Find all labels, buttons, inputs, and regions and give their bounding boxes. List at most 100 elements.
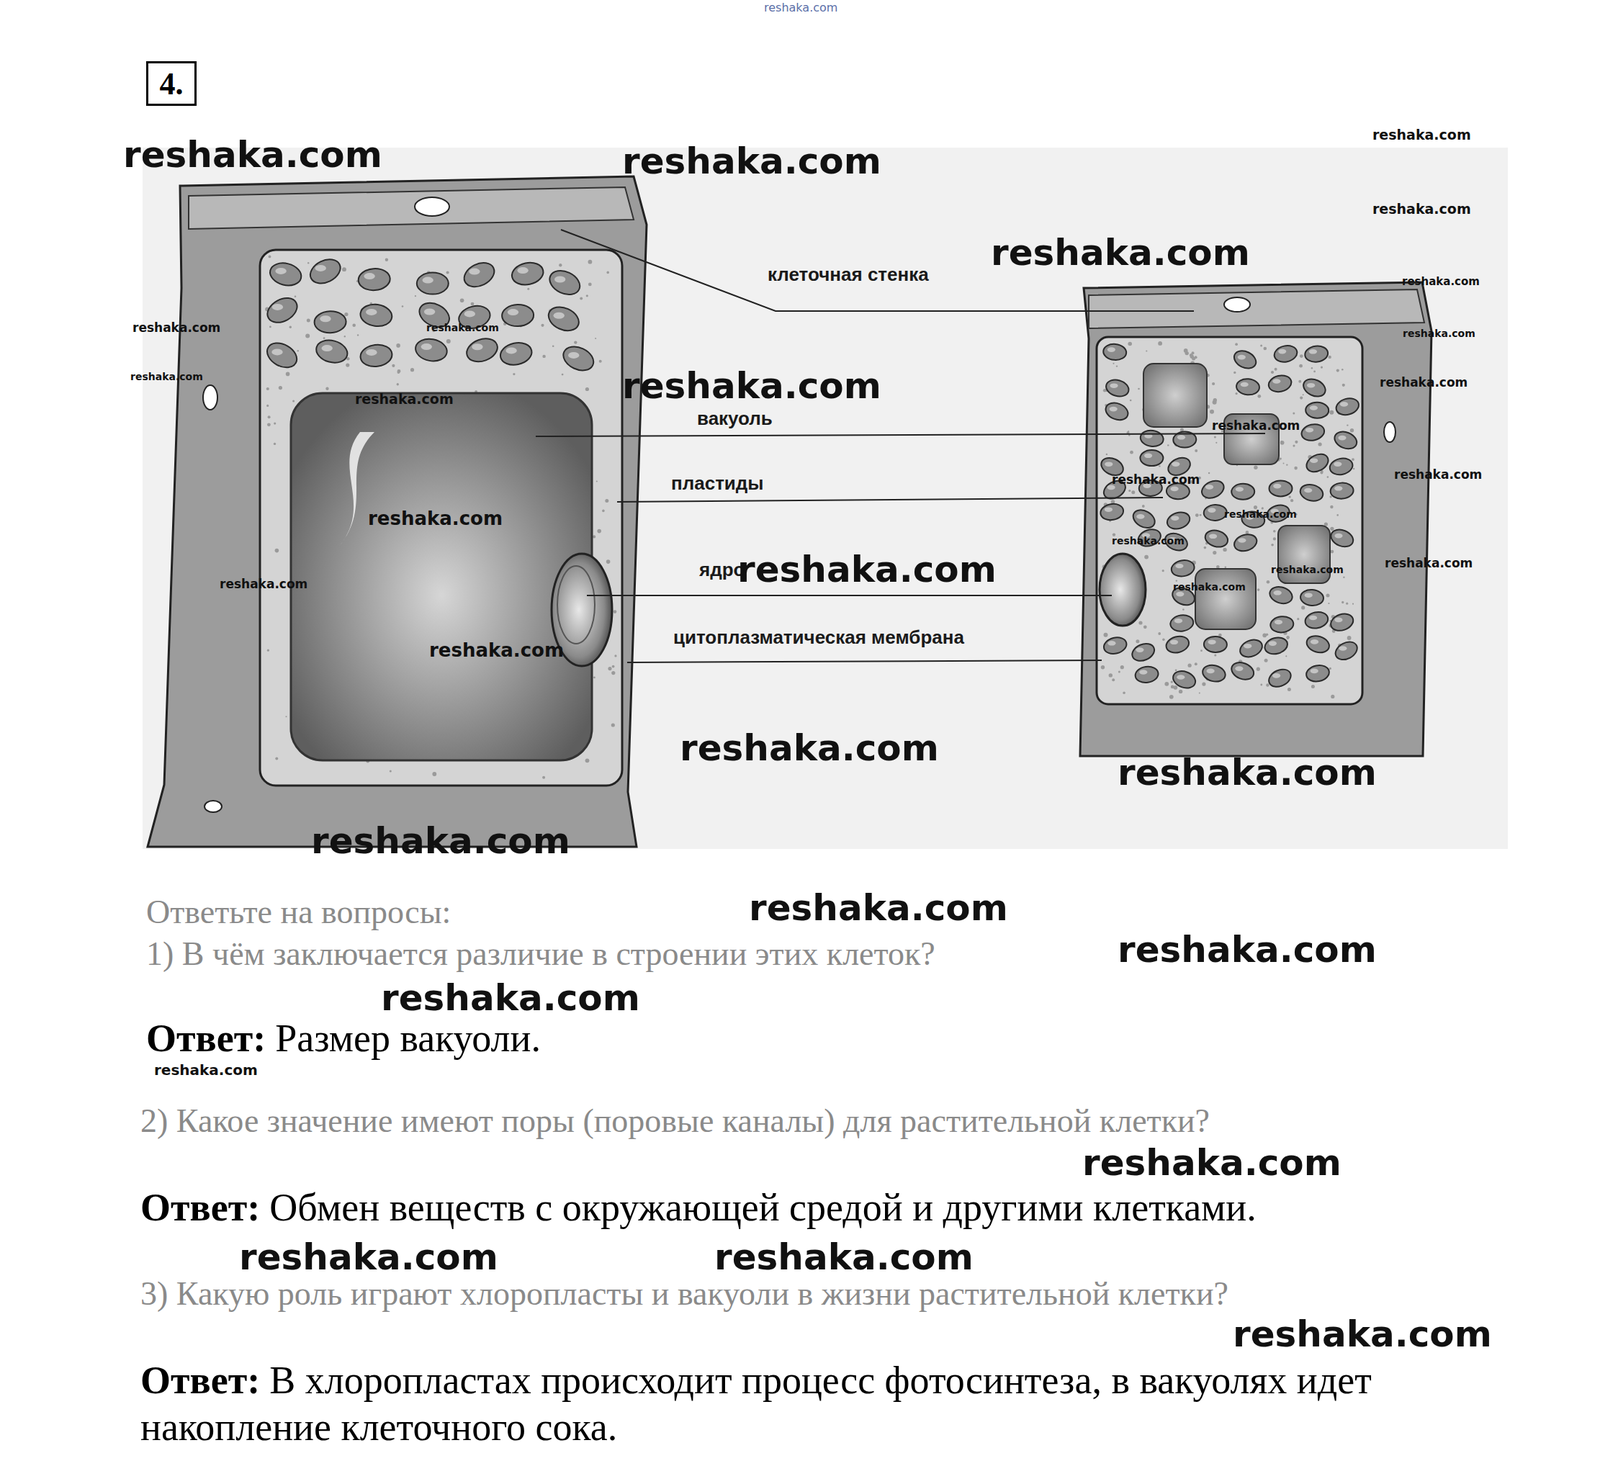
watermark: reshaka.com — [1270, 564, 1344, 575]
cytoplasm-grain — [396, 383, 399, 386]
cytoplasm-grain — [1103, 388, 1107, 392]
cytoplasm-grain — [470, 302, 475, 307]
plastid — [1298, 482, 1325, 504]
leader-line — [586, 594, 1112, 597]
watermark: reshaka.com — [311, 823, 571, 860]
cytoplasm-grain — [1327, 602, 1330, 605]
cytoplasm-grain — [357, 334, 359, 336]
plastid — [1229, 659, 1257, 683]
cytoplasm-grain — [266, 387, 270, 391]
cytoplasm-grain — [1265, 633, 1269, 636]
cytoplasm-grain — [1100, 341, 1356, 700]
cytoplasm-grain — [1158, 465, 1161, 467]
cytoplasm-grain — [292, 399, 295, 402]
cytoplasm-grain — [612, 665, 615, 669]
plastid — [1129, 506, 1158, 532]
cytoplasm-grain — [1135, 639, 1140, 644]
answer-line: Ответ:Обмен веществ с окружающей средой … — [140, 1184, 1509, 1232]
plastid-highlight — [1272, 378, 1281, 384]
cytoplasm-grain — [596, 529, 602, 534]
watermark: reshaka.com — [1379, 376, 1468, 389]
cytoplasm-grain — [527, 288, 530, 291]
cytoplasm-grain — [601, 509, 605, 513]
plastid-highlight — [1234, 666, 1243, 672]
plastid — [359, 342, 394, 368]
plastid — [1165, 509, 1192, 532]
plastid — [545, 266, 584, 300]
cytoplasm-grain — [325, 387, 329, 391]
plastid-highlight — [315, 264, 327, 272]
plastid-highlight — [1176, 674, 1185, 680]
cytoplasm-grain — [1214, 436, 1217, 439]
cytoplasm-grain — [1120, 665, 1125, 669]
plastid-highlight — [1334, 617, 1343, 623]
answer-text: Обмен веществ с окружающей средой и друг… — [269, 1185, 1257, 1230]
cytoplasm-grain — [613, 609, 618, 614]
watermark: reshaka.com — [1394, 468, 1482, 482]
plastid — [306, 254, 345, 289]
number-box: 4. — [146, 61, 197, 106]
answer-line: Ответ:Размер вакуоли. — [146, 1015, 1515, 1063]
plastid — [1232, 532, 1259, 554]
cytoplasm-grain — [397, 370, 401, 374]
vacuole — [290, 393, 592, 761]
plastid-group — [1098, 343, 1361, 692]
cytoplasm-grain — [573, 340, 577, 344]
plastid-highlight — [1175, 563, 1184, 569]
cytoplasm-grain — [1313, 370, 1316, 373]
watermark: reshaka.com — [132, 321, 221, 335]
plastid-highlight — [1209, 534, 1217, 540]
plastid — [1235, 378, 1261, 397]
cytoplasm-grain — [1199, 514, 1202, 517]
plastid-highlight — [1107, 347, 1116, 353]
cytoplasm-grain — [1286, 463, 1288, 466]
figure-ground — [142, 147, 1508, 849]
cytoplasm-grain — [1182, 608, 1185, 611]
plastid-highlight — [1273, 483, 1282, 489]
cytoplasm-grain — [1329, 667, 1332, 670]
plastid-highlight — [1340, 401, 1348, 407]
cytoplasm-grain — [593, 676, 596, 680]
watermark: reshaka.com — [1211, 419, 1300, 433]
cytoplasm-grain — [1299, 396, 1303, 400]
cytoplasm-grain — [285, 372, 291, 377]
nucleus — [1099, 553, 1146, 626]
plastid — [416, 272, 449, 295]
question: 1) В чём заключается различие в строении… — [146, 934, 936, 973]
cytoplasm-grain — [345, 363, 350, 368]
plastid-highlight — [1272, 673, 1281, 679]
plastid — [1170, 668, 1199, 692]
plastid — [545, 302, 583, 335]
plastid-highlight — [464, 310, 476, 317]
plastid — [1170, 558, 1196, 579]
cytoplasm-grain — [1188, 663, 1192, 668]
cytoplasm-grain — [1208, 472, 1210, 474]
plastid-highlight — [1235, 486, 1244, 492]
cytoplasm — [1096, 336, 1363, 705]
cytoplasm-grain — [267, 649, 270, 652]
leader-line — [627, 660, 1102, 663]
watermark: reshaka.com — [1172, 581, 1246, 592]
cytoplasm-grain — [1330, 550, 1335, 554]
cytoplasm-grain — [1131, 490, 1135, 494]
cytoplasm-grain — [1329, 495, 1333, 498]
cytoplasm-grain — [542, 354, 546, 358]
cytoplasm-grain — [1287, 687, 1292, 692]
question: 2) Какое значение имеют поры (поровые ка… — [140, 1101, 1210, 1140]
cytoplasm-grain — [1145, 349, 1148, 352]
plastid — [1103, 399, 1131, 423]
plastid — [1269, 615, 1294, 634]
cytoplasm-grain — [1273, 529, 1276, 533]
plastid-highlight — [1206, 668, 1215, 674]
cytoplasm-grain — [1224, 566, 1228, 569]
plastid — [1231, 483, 1255, 501]
cytoplasm-grain — [1203, 546, 1207, 550]
cytoplasm-grain — [1274, 367, 1278, 371]
watermark: reshaka.com — [748, 890, 1009, 927]
cytoplasm-grain — [1211, 382, 1215, 386]
cytoplasm-grain — [1234, 342, 1238, 346]
cytoplasm-grain — [606, 559, 611, 564]
cytoplasm-grain — [1127, 342, 1132, 347]
cytoplasm-grain — [1260, 344, 1263, 347]
